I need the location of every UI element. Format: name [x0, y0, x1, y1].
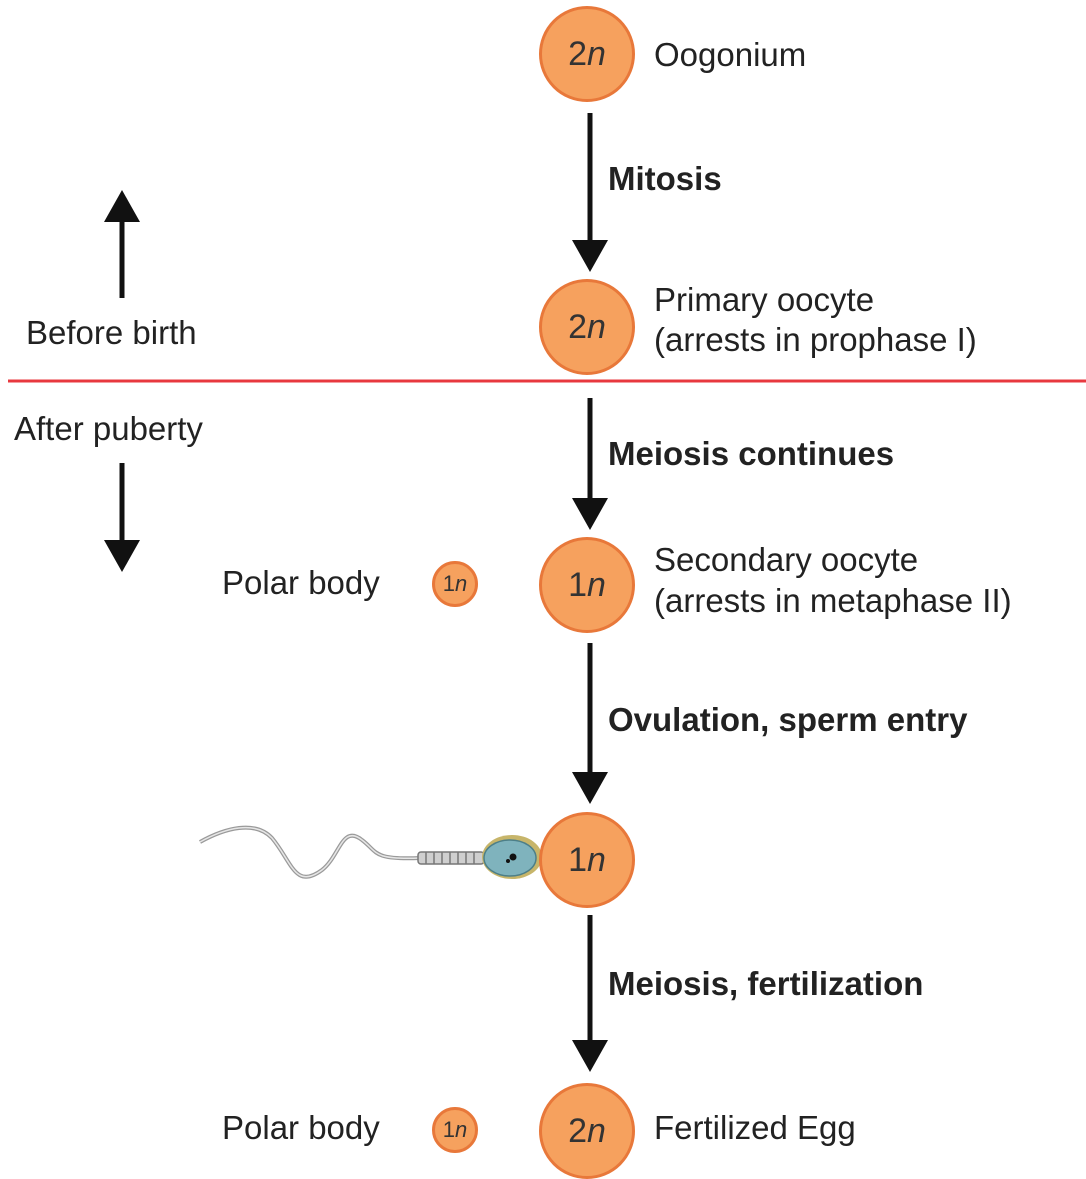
arrow-meiosis-continues: [572, 398, 608, 530]
ploidy-number: 2: [568, 34, 587, 73]
step-label-mitosis: Mitosis: [608, 160, 722, 197]
step-label-meiosis-continues: Meiosis continues: [608, 435, 895, 472]
ploidy-number: 1: [568, 840, 587, 879]
after-puberty-label: After puberty: [14, 410, 203, 447]
sperm-tail: [199, 825, 421, 879]
label-fertilized-egg: Fertilized Egg: [654, 1109, 856, 1146]
ploidy-variable: n: [587, 307, 606, 346]
ploidy-number: 1: [442, 1117, 455, 1142]
arrow-up-before-birth: [104, 190, 140, 298]
ploidy-variable: n: [455, 1117, 468, 1142]
step-label-fertilization: Meiosis, fertilization: [608, 965, 924, 1002]
arrow-down-after-puberty: [104, 463, 140, 572]
ploidy-number: 1: [568, 565, 587, 604]
label-secondary-oocyte: Secondary oocyte: [654, 541, 919, 578]
arrow-ovulation: [572, 643, 608, 804]
ploidy-variable: n: [587, 840, 606, 879]
sperm: [199, 825, 542, 879]
step-label-ovulation: Ovulation, sperm entry: [608, 701, 968, 738]
before-birth-label: Before birth: [26, 314, 197, 351]
ploidy-variable: n: [587, 565, 606, 604]
arrow-mitosis: [572, 113, 608, 272]
polar-body-label: Polar body: [222, 564, 380, 601]
label-secondary-oocyte-note: (arrests in metaphase II): [654, 582, 1012, 619]
ploidy-number: 2: [568, 1111, 587, 1150]
arrow-fertilization: [572, 915, 608, 1072]
ploidy-variable: n: [455, 571, 468, 596]
ploidy-number: 1: [442, 571, 455, 596]
ploidy-variable: n: [587, 34, 606, 73]
label-primary-oocyte-note: (arrests in prophase I): [654, 321, 977, 358]
label-oogonium: Oogonium: [654, 36, 807, 73]
ploidy-variable: n: [587, 1111, 606, 1150]
polar-body-label: Polar body: [222, 1109, 380, 1146]
ploidy-number: 2: [568, 307, 587, 346]
label-primary-oocyte: Primary oocyte: [654, 281, 875, 318]
